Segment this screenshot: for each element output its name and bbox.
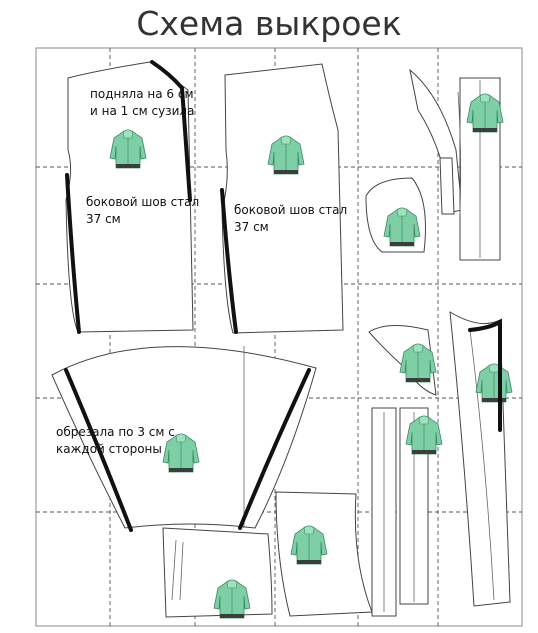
- tile-grid: [36, 48, 522, 626]
- note-raise: подняла на 6 см и на 1 см сузила: [90, 86, 194, 120]
- note-back-side-seam-line1: боковой шов стал: [234, 203, 348, 217]
- page-title: Схема выкроек: [136, 4, 402, 43]
- note-front-side-seam-line2: 37 см: [86, 212, 121, 226]
- note-sleeve-cut: обрезала по 3 см с каждой стороны: [56, 424, 175, 458]
- welt-piece: [439, 157, 455, 215]
- back-piece: [221, 63, 344, 334]
- note-raise-line2: и на 1 см сузила: [90, 104, 195, 118]
- note-front-side-seam-line1: боковой шов стал: [86, 195, 200, 209]
- back-side-seam-mark: [220, 188, 238, 334]
- note-front-side-seam: боковой шов стал 37 см: [86, 194, 199, 228]
- note-back-side-seam: боковой шов стал 37 см: [234, 202, 347, 236]
- note-raise-line1: подняла на 6 см: [90, 87, 194, 101]
- sleeve-right-cut-mark: [238, 368, 311, 530]
- note-sleeve-cut-line2: каждой стороны: [56, 442, 162, 456]
- sheet-frame: [35, 47, 523, 627]
- note-sleeve-cut-line1: обрезала по 3 см с: [56, 425, 175, 439]
- sleeve-left-cut-mark: [64, 368, 133, 532]
- alteration-lines: [64, 60, 502, 532]
- side-panel-mark: [468, 318, 502, 432]
- note-back-side-seam-line2: 37 см: [234, 220, 269, 234]
- front-armhole-mark: [150, 60, 192, 202]
- front-side-seam-mark: [65, 173, 81, 334]
